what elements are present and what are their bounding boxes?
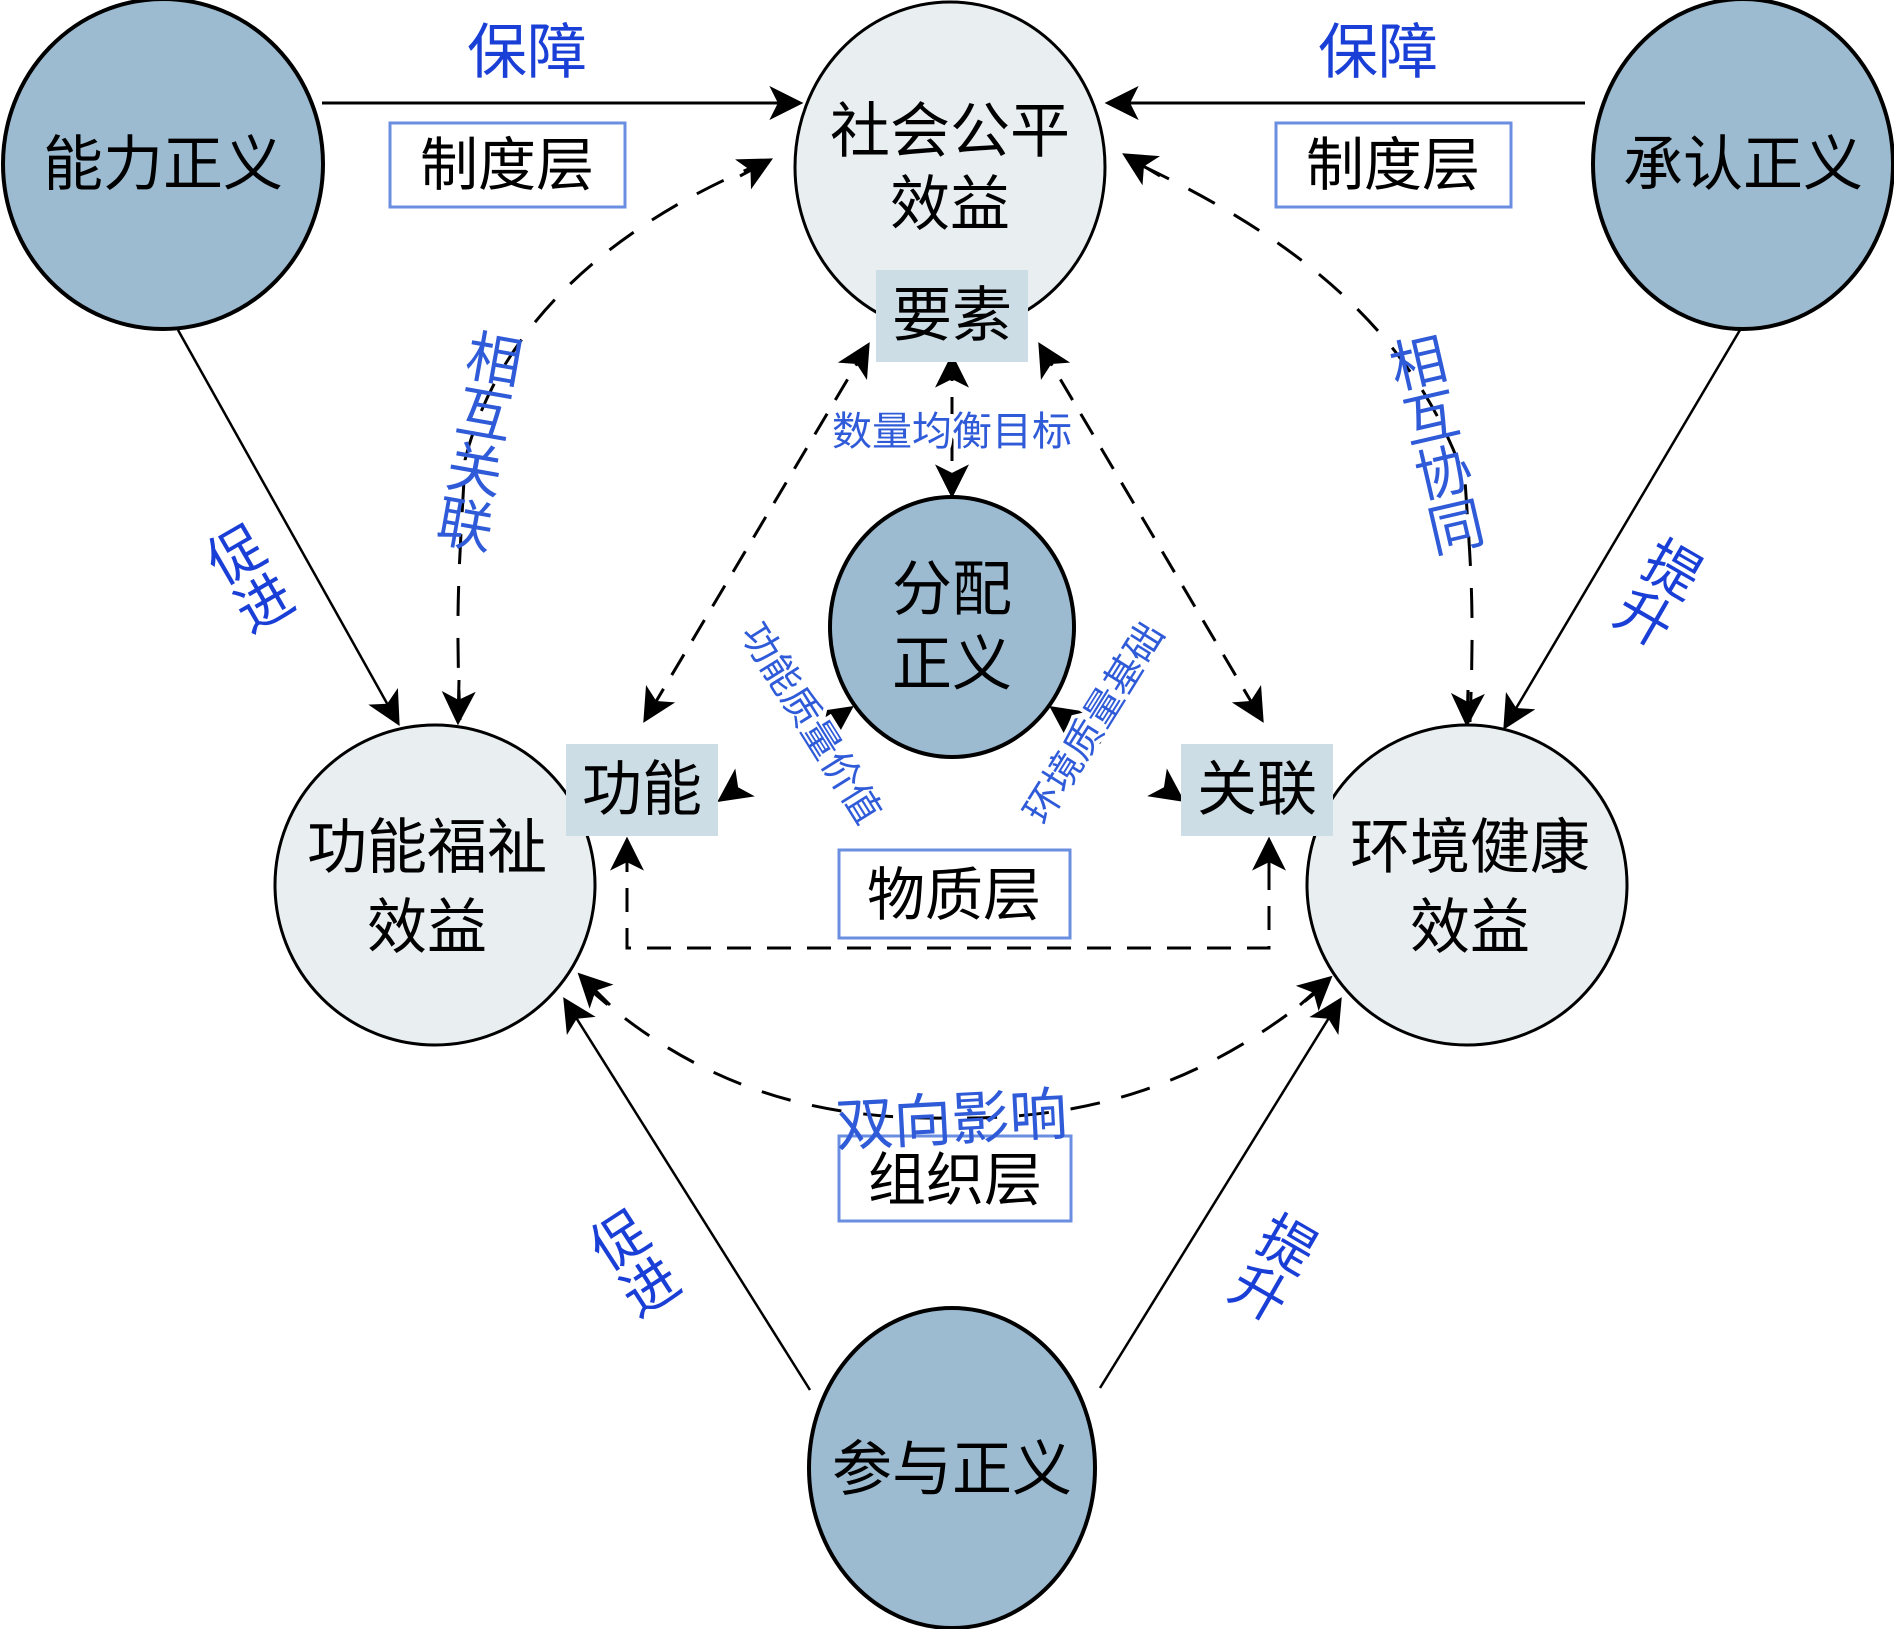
edge-elements-association <box>1038 342 1264 723</box>
arrowhead-mutual-association-top <box>735 158 773 190</box>
node-capability-justice <box>1 0 325 331</box>
environment-health-benefit-label-line2: 效益 <box>1410 893 1530 963</box>
arrowhead-mutual-association-bottom <box>441 679 476 726</box>
edge-capability-to-function-welfare <box>176 329 400 726</box>
bidirectional-influence-label: 双向影响 <box>834 1080 1069 1160</box>
arrowhead-mutual-synergy-bottom <box>1450 689 1485 728</box>
institution-layer-left-label: 制度层 <box>420 131 594 199</box>
mutual-association-label: 相互关联 <box>424 324 527 556</box>
arrowhead-bidirectional-left <box>577 972 614 1009</box>
material-layer-box <box>837 848 1072 940</box>
edge-elements-function <box>643 342 870 723</box>
promote-bottom-label: 促进 <box>572 1200 688 1329</box>
edge-mutual-synergy-curve <box>1129 158 1474 723</box>
participation-justice-label: 参与正义 <box>832 1435 1072 1505</box>
promote-left-label: 促进 <box>189 515 301 644</box>
institution-layer-right-label: 制度层 <box>1306 131 1480 199</box>
enhance-bottom-label: 提升 <box>1214 1200 1326 1329</box>
edge-mutual-association-curve <box>456 158 771 721</box>
function-box <box>566 744 718 836</box>
guarantee-right-label: 保障 <box>1318 18 1438 88</box>
function-box-label: 功能 <box>582 755 702 825</box>
capability-justice-label: 能力正义 <box>43 130 283 200</box>
quantity-balance-goal-label: 数量均衡目标 <box>832 409 1072 455</box>
institution-layer-left-box <box>388 121 627 209</box>
institution-layer-right-box <box>1274 121 1513 209</box>
node-function-welfare-benefit <box>273 723 597 1047</box>
edge-distribution-function <box>717 706 854 802</box>
edge-participation-to-environment <box>1098 997 1342 1389</box>
social-equity-benefit-label-line2: 效益 <box>890 170 1010 240</box>
node-distribution-justice <box>828 495 1076 759</box>
distribution-justice-label-line1: 分配 <box>892 555 1012 625</box>
recognition-justice-label: 承认正义 <box>1623 130 1863 200</box>
mutual-synergy-label: 相互协同 <box>1375 329 1489 562</box>
organization-layer-box <box>837 1134 1073 1223</box>
node-recognition-justice <box>1591 0 1894 331</box>
association-box <box>1181 744 1333 836</box>
node-environment-health-benefit <box>1305 723 1629 1047</box>
edge-recognition-to-environment <box>1503 329 1742 730</box>
arrowhead-mutual-synergy-top <box>1122 153 1161 186</box>
guarantee-left-label: 保障 <box>467 18 587 88</box>
material-layer-label: 物质层 <box>867 861 1041 929</box>
node-participation-justice <box>807 1306 1097 1629</box>
edge-function-association-bracket <box>625 848 1271 950</box>
environment-health-benefit-label-line1: 环境健康 <box>1350 813 1590 883</box>
social-equity-benefit-label-line1: 社会公平 <box>830 97 1070 167</box>
enhance-right-label: 提升 <box>1599 525 1711 654</box>
arrowhead-bidirectional-right <box>1295 975 1333 1012</box>
edge-distribution-association <box>1049 706 1185 802</box>
function-welfare-benefit-label-line2: 效益 <box>367 893 487 963</box>
distribution-justice-label-line2: 正义 <box>892 630 1012 700</box>
elements-box-label: 要素 <box>892 281 1012 351</box>
organization-layer-label: 组织层 <box>868 1146 1042 1214</box>
elements-box <box>876 270 1028 362</box>
association-box-label: 关联 <box>1197 755 1317 825</box>
function-welfare-benefit-label-line1: 功能福祉 <box>307 813 547 883</box>
edge-participation-to-function-welfare <box>563 997 812 1391</box>
